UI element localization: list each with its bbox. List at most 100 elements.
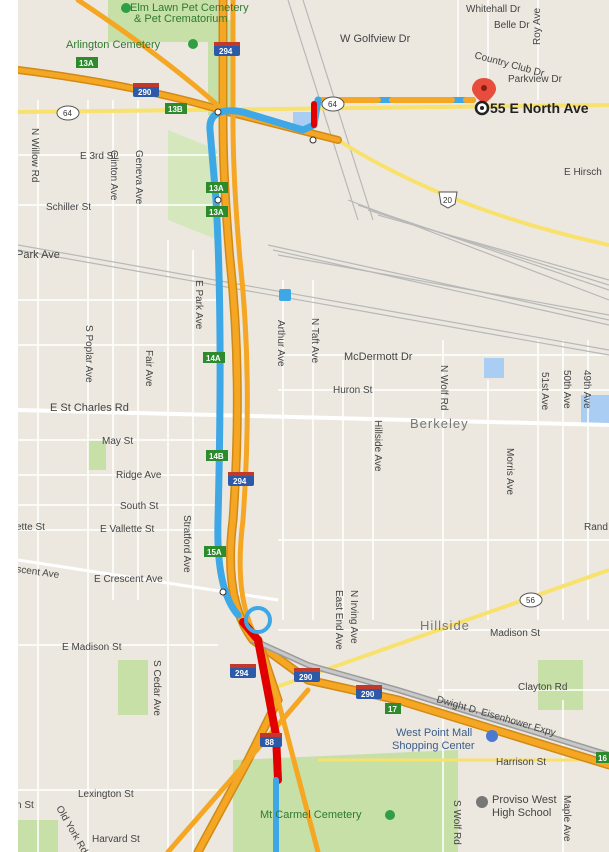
label-e-madison: E Madison St — [62, 642, 122, 653]
label-madison: Madison St — [490, 628, 540, 639]
label-parkview: Parkview Dr — [508, 74, 563, 85]
school-icon[interactable] — [476, 796, 488, 808]
label-ette: ette St — [18, 522, 45, 533]
park-area — [88, 440, 106, 470]
interstate-shields: 294 290 294 294 290 290 88 — [133, 42, 382, 747]
exit-17: 17 — [388, 705, 397, 714]
route-node — [309, 136, 317, 144]
exit-signs: 13A 13B 13A 13A 14A 14B 15A 17 16 — [76, 57, 609, 763]
label-old-york: Old York Rd — [53, 804, 89, 852]
label-mcdermott: McDermott Dr — [344, 351, 413, 363]
label-roy: Roy Ave — [532, 8, 543, 45]
shield-88: 88 — [265, 738, 274, 747]
map-canvas[interactable]: 13A 13B 13A 13A 14A 14B 15A 17 16 294 29… — [18, 0, 609, 852]
label-harvard: Harvard St — [92, 834, 140, 845]
label-ridge: Ridge Ave — [116, 470, 162, 481]
exit-13a-top: 13A — [79, 59, 94, 68]
water-body — [484, 358, 504, 378]
route-node — [214, 108, 222, 116]
label-morris: Morris Ave — [504, 448, 515, 495]
label-hirsch: E Hirsch — [564, 167, 602, 178]
shield-290-top: 290 — [138, 88, 152, 97]
label-rand: Rand — [584, 522, 608, 533]
label-st-charles: E St Charles Rd — [50, 402, 129, 414]
exit-16: 16 — [598, 754, 607, 763]
label-harrison: Harrison St — [496, 757, 546, 768]
label-clinton: Clinton Ave — [108, 150, 119, 201]
cemetery-icon[interactable] — [188, 39, 198, 49]
label-51st: 51st Ave — [539, 372, 550, 411]
label-east-end: East End Ave — [333, 590, 344, 650]
label-whitehall: Whitehall Dr — [466, 4, 521, 15]
exit-14b: 14B — [209, 452, 224, 461]
exit-13a: 13A — [209, 184, 224, 193]
label-hillside-top: Hillside Ave — [372, 420, 383, 472]
label-shopping-center: Shopping Center — [392, 740, 475, 752]
town-hillside: Hillside — [420, 618, 470, 633]
label-lexington: Lexington St — [78, 789, 134, 800]
label-arlington: Arlington Cemetery — [66, 39, 161, 51]
label-west-point-mall: West Point Mall — [396, 727, 472, 739]
label-geneva: Geneva Ave — [133, 150, 144, 205]
label-crescent: E Crescent Ave — [94, 574, 163, 585]
label-proviso: Proviso West — [492, 794, 557, 806]
label-willow: N Willow Rd — [29, 128, 40, 182]
label-n-st: n St — [18, 800, 34, 811]
label-poplar: S Poplar Ave — [83, 325, 94, 383]
label-cedar-top: S Cedar Ave — [151, 660, 162, 716]
label-maple: Maple Ave — [561, 795, 572, 842]
exit-14a: 14A — [206, 354, 221, 363]
label-huron: Huron St — [333, 385, 373, 396]
shopping-icon[interactable] — [486, 730, 498, 742]
label-3rd: E 3rd St — [80, 151, 116, 162]
route-node — [214, 196, 222, 204]
label-fair: Fair Ave — [143, 350, 154, 387]
label-high-school: High School — [492, 807, 551, 819]
label-wolf-top: N Wolf Rd — [438, 365, 449, 410]
exit-13a-2: 13A — [209, 208, 224, 217]
shield-294-mid: 294 — [233, 477, 247, 486]
label-e-park: E Park Ave — [193, 280, 204, 330]
label-pet-crematorium: & Pet Crematorium — [134, 13, 228, 25]
label-taft-top: N Taft Ave — [309, 318, 320, 364]
shield-294-low: 294 — [235, 669, 249, 678]
park-area — [538, 660, 583, 710]
label-stratford: Stratford Ave — [181, 515, 192, 573]
label-vallette: E Vallette St — [100, 524, 155, 535]
railway — [18, 0, 609, 356]
destination-pin-icon[interactable] — [472, 78, 496, 116]
label-belle: Belle Dr — [494, 20, 530, 31]
label-wolf-bottom: S Wolf Rd — [451, 800, 462, 845]
transit-station-icon[interactable] — [279, 289, 291, 301]
shield-290-mid: 290 — [299, 673, 313, 682]
mt-carmel-icon[interactable] — [385, 810, 395, 820]
label-50th: 50th Ave — [561, 370, 572, 409]
destination-label[interactable]: 55 E North Ave — [490, 100, 589, 116]
label-schiller: Schiller St — [46, 202, 91, 213]
map-svg: 13A 13B 13A 13A 14A 14B 15A 17 16 294 29… — [18, 0, 609, 852]
pet-cemetery-icon[interactable] — [121, 3, 131, 13]
label-pet-cemetery: Elm Lawn Pet Cemetery — [130, 2, 249, 14]
water-body — [581, 395, 609, 425]
town-berkeley: Berkeley — [410, 416, 469, 431]
exit-15a: 15A — [207, 548, 222, 557]
label-mt-carmel: Mt Carmel Cemetery — [260, 809, 362, 821]
label-south: South St — [120, 501, 159, 512]
shield-290-low: 290 — [361, 690, 375, 699]
shield-294-top: 294 — [219, 47, 233, 56]
park-area — [118, 660, 148, 715]
label-irving: N Irving Ave — [348, 590, 359, 644]
park-area — [168, 130, 218, 240]
shield-us-20: 20 — [443, 196, 452, 205]
label-clayton: Clayton Rd — [518, 682, 567, 693]
label-park-ave: Park Ave — [18, 249, 60, 261]
eisenhower-grey-inner — [252, 638, 609, 757]
route-shields: 64 64 56 20 — [56, 96, 543, 608]
label-golfview: W Golfview Dr — [340, 33, 411, 45]
cemetery-park — [233, 750, 458, 852]
shield-64-left: 64 — [63, 109, 72, 118]
label-arthur: Arthur Ave — [275, 320, 286, 367]
shield-64-right: 64 — [328, 100, 337, 109]
street-grid — [18, 0, 609, 852]
us-20-road — [336, 138, 609, 247]
